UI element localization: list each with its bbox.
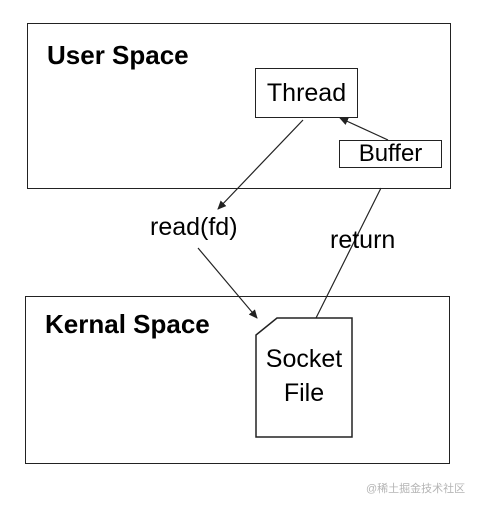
socket-file-shape — [255, 317, 353, 438]
thread-node: Thread — [255, 68, 358, 118]
return-edge-label: return — [330, 226, 396, 254]
buffer-node: Buffer — [339, 140, 442, 168]
read-arrow-upper — [217, 119, 304, 210]
kernal-space-title: Kernal Space — [45, 309, 210, 339]
return-line — [315, 187, 382, 319]
socket-file-label-line2: File — [283, 379, 325, 407]
kernal-space-box — [25, 296, 450, 464]
read-arrow-lower — [197, 247, 258, 319]
buffer-to-thread-arrow — [339, 117, 389, 141]
socket-file-node: Socket File — [256, 342, 352, 410]
read-edge-label: read(fd) — [150, 213, 238, 241]
buffer-label: Buffer — [358, 140, 423, 167]
socket-file-label-line1: Socket — [265, 345, 343, 373]
user-space-box — [27, 23, 451, 189]
user-space-title: User Space — [47, 40, 189, 70]
thread-label: Thread — [266, 78, 347, 107]
watermark: @稀土掘金技术社区 — [366, 483, 466, 495]
